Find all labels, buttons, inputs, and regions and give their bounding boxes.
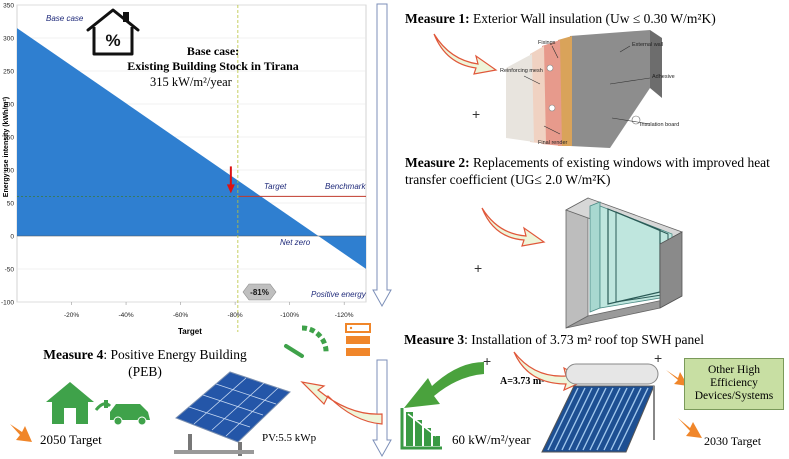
y-tick-label: 200 — [3, 102, 14, 109]
measure-2-title: Measure 2: — [405, 155, 470, 170]
measure-4-line2: (PEB) — [128, 364, 162, 379]
measure-4-heading: Measure 4: Positive Energy Building (PEB… — [10, 346, 280, 380]
y-tick-label: 50 — [7, 201, 15, 208]
reduction-badge: -81% — [242, 283, 277, 301]
base-case-title: Base case: Existing Building Stock in Ti… — [98, 44, 328, 74]
measure-4-title: Measure 4 — [43, 347, 104, 362]
orange-arrow-2050 — [10, 424, 32, 442]
window-profile-icon — [565, 197, 683, 329]
measure-4-text: : Positive Energy Building — [103, 347, 247, 362]
y-axis-label: Energy use intensity (kWh/m²) — [3, 96, 10, 198]
vertical-arrow-bottom — [372, 359, 392, 458]
measure-3-title: Measure 3 — [404, 332, 465, 347]
plus-sign-1: + — [472, 106, 481, 122]
area-negative — [318, 236, 366, 269]
gridlines — [17, 4, 366, 303]
orange-arrow-devices — [666, 370, 688, 386]
measure-1-title: Measure 1: — [405, 11, 470, 26]
curved-arrow-m4 — [300, 381, 383, 425]
red-arrowhead-icon — [226, 184, 235, 194]
label-fixings: Fixings — [538, 40, 556, 46]
chart-canvas: 350 300 250 200 150 100 50 0 -50 -100 -20% -40% -60… — [1, 3, 367, 332]
measure-3-heading: Measure 3: Installation of 3.73 m² roof … — [404, 331, 784, 348]
measure-1-heading: Measure 1: Exterior Wall insulation (Uw … — [405, 10, 785, 27]
y-tick-label: 100 — [3, 168, 14, 175]
measure-3-text: : Installation of 3.73 m² roof top SWH p… — [464, 332, 705, 347]
reduction-badge-label: -81% — [250, 288, 269, 297]
final-value-label: 60 kW/m²/year — [452, 432, 531, 447]
wall-insulation-diagram: Fixings External wall Reinforcing mesh A… — [500, 30, 679, 148]
curved-arrow-m1 — [433, 33, 498, 75]
measure-1-text: Exterior Wall insulation (Uw ≤ 0.30 W/m²… — [469, 11, 716, 26]
x-tick-label: -100% — [280, 312, 299, 319]
pv-label: PV:5.5 kWp — [262, 432, 317, 444]
y-tick-label: 300 — [3, 36, 14, 43]
net-zero-label: Net zero — [280, 238, 311, 247]
y-tick-label: 0 — [10, 234, 14, 241]
solar-water-heater-icon — [541, 363, 659, 453]
target-label: Target — [264, 182, 287, 191]
house-car-icon — [46, 382, 150, 426]
plus-sign-2: + — [474, 260, 483, 276]
curved-arrow-m2 — [481, 207, 546, 247]
base-case-label: Base case — [46, 14, 84, 23]
target-2050-label: 2050 Target — [40, 432, 102, 447]
decreasing-bars-icon — [400, 408, 442, 450]
label-adhesive: Adhesive — [652, 74, 675, 80]
x-tick-label: -60% — [173, 312, 188, 319]
label-reinforcing-mesh: Reinforcing mesh — [500, 68, 543, 74]
vertical-arrow-top — [372, 3, 392, 308]
x-tick-label: -120% — [335, 312, 354, 319]
svg-text:%: % — [105, 31, 120, 50]
measure-2-text: Replacements of existing windows with im… — [405, 155, 770, 187]
plus-sign-4: + — [654, 350, 663, 366]
base-case-value: 315 kW/m²/year — [150, 75, 232, 89]
area-positive — [17, 28, 319, 236]
house-percent-icon: % — [86, 8, 140, 56]
area-label: A=3.73 m² — [500, 376, 545, 387]
x-tick-label: -20% — [64, 312, 79, 319]
x-axis-ticks: -20% -40% -60% -80% -100% -120% — [64, 302, 354, 319]
y-tick-label: 250 — [3, 69, 14, 76]
base-case-title-line2: Existing Building Stock in Tirana — [127, 59, 299, 73]
target-2030-label: 2030 Target — [704, 434, 762, 448]
other-devices-box: Other High Efficiency Devices/Systems — [684, 358, 784, 410]
measure-4-line1: Measure 4: Positive Energy Building — [10, 346, 280, 363]
y-tick-label: 350 — [3, 3, 14, 10]
positive-energy-label: Positive energy — [311, 290, 366, 299]
x-axis-label: Target — [178, 327, 202, 336]
measure-2-heading: Measure 2: Replacements of existing wind… — [405, 154, 787, 188]
eui-chart: 350 300 250 200 150 100 50 0 -50 -100 -20% -40% -60… — [0, 0, 372, 345]
plus-sign-3: + — [483, 353, 492, 369]
orange-arrow-2030 — [678, 418, 702, 438]
base-case-title-line1: Base case: — [186, 44, 240, 58]
y-tick-label: -50 — [5, 267, 15, 274]
label-insulation-board: Insulation board — [640, 122, 679, 128]
y-tick-label: 150 — [3, 135, 14, 142]
benchmark-label: Benchmark — [325, 182, 366, 191]
x-tick-label: -40% — [118, 312, 133, 319]
server-stack-icon — [345, 323, 371, 356]
gauge-icon — [284, 325, 329, 358]
label-external-wall: External wall — [632, 42, 663, 48]
y-tick-label: -100 — [1, 300, 14, 307]
label-final-render: Final render — [538, 140, 568, 146]
x-tick-label: -80% — [228, 312, 243, 319]
green-arrow-icon — [404, 362, 484, 408]
solar-pv-panel-icon — [174, 371, 291, 456]
y-axis-ticks: 350 300 250 200 150 100 50 0 -50 -100 — [1, 3, 14, 307]
